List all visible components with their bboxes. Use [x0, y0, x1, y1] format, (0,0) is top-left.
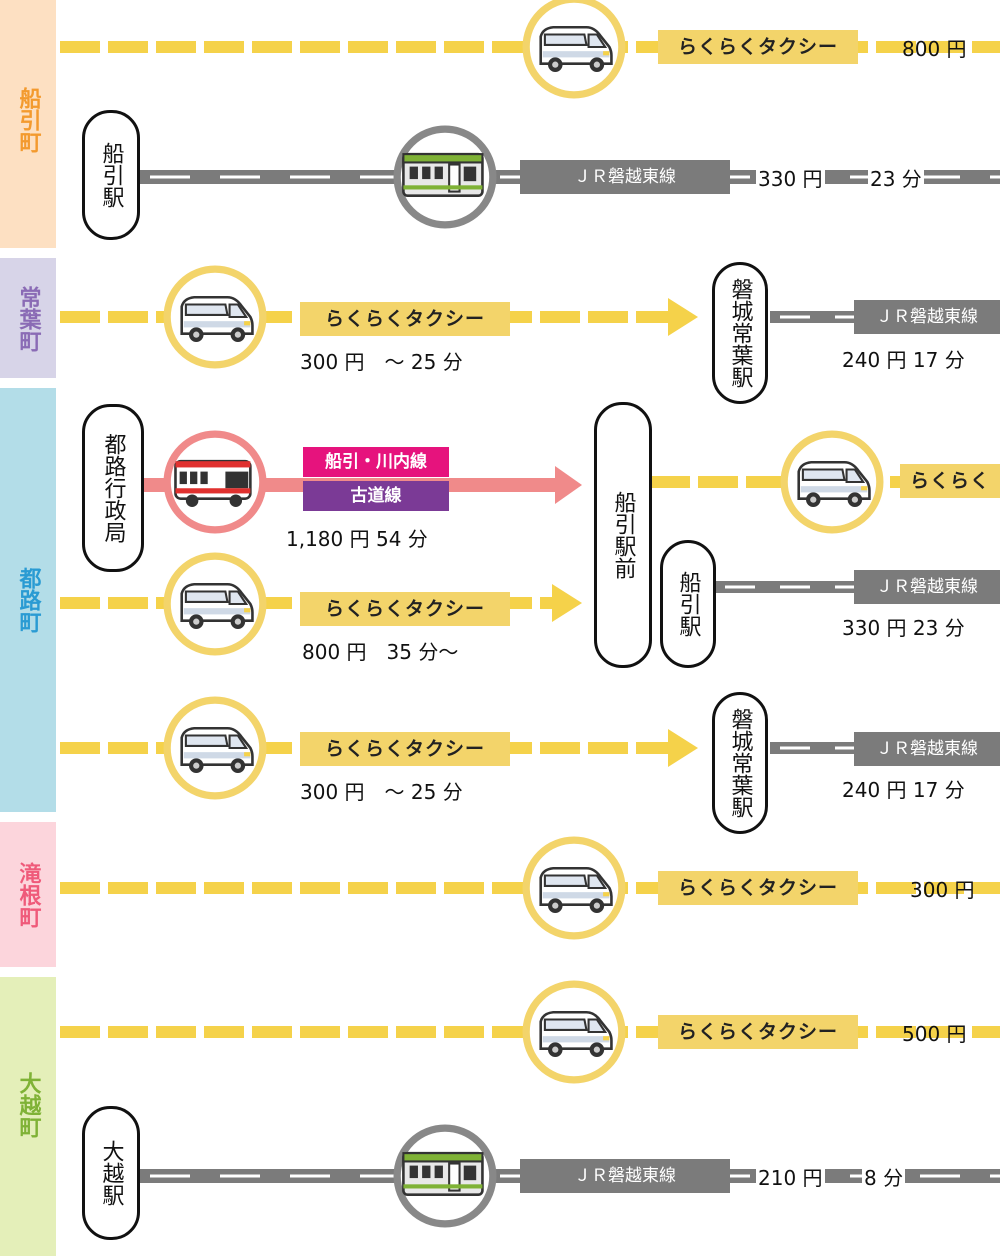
- station-funehiki-ekimae-label: 船引駅前: [610, 491, 636, 579]
- ogoe-taxi-fare: 500 円: [902, 1022, 967, 1046]
- miyakoji-taxi2-label: らくらくタクシー: [300, 732, 510, 766]
- ogoe-jr-time: 8 分: [862, 1162, 906, 1191]
- takine-band: [0, 822, 56, 967]
- town-funehiki: 船引町: [0, 60, 56, 180]
- funehiki-jr-label: ＪＲ磐越東線: [520, 160, 730, 194]
- funehiki-taxi-label: らくらくタクシー: [658, 30, 858, 64]
- van-icon: [526, 0, 622, 95]
- town-takine: 滝根町: [0, 830, 56, 960]
- miyakoji-jr2-label: ＪＲ磐越東線: [854, 732, 1000, 766]
- town-ogoe-label: 大越町: [15, 1072, 41, 1138]
- tokiwa-band: [0, 258, 56, 378]
- station-funehiki-eki: 船引駅: [82, 110, 140, 240]
- tokiwa-taxi-fare: 300 円 ～ 25 分: [300, 350, 463, 374]
- town-miyakoji: 都路町: [0, 540, 56, 660]
- van-icon: [167, 556, 263, 652]
- station-miyakoji-gyoseikyoku: 都路行政局: [82, 404, 144, 572]
- ogoe-taxi-label: らくらくタクシー: [658, 1015, 858, 1049]
- station-iwakitokiwa-eki-2-label: 磐城常葉駅: [727, 708, 753, 818]
- train-icon: [397, 1128, 493, 1224]
- tokiwa-jr-label: ＪＲ磐越東線: [854, 300, 1000, 334]
- station-funehiki-eki-label: 船引駅: [98, 142, 124, 208]
- station-iwakitokiwa-eki-1-label: 磐城常葉駅: [727, 278, 753, 388]
- van-icon: [167, 269, 263, 365]
- funehiki-jr-time: 23 分: [868, 163, 924, 192]
- miyakoji-taxi1-label: らくらくタクシー: [300, 592, 510, 626]
- station-iwakitokiwa-eki-1: 磐城常葉駅: [712, 262, 768, 404]
- miyakoji-taxi2-fare: 300 円 ～ 25 分: [300, 780, 463, 804]
- station-ogoe-eki: 大越駅: [82, 1106, 140, 1240]
- town-ogoe: 大越町: [0, 1040, 56, 1170]
- miyakoji-jr1-fare: 330 円 23 分: [842, 616, 965, 640]
- takine-taxi-label: らくらくタクシー: [658, 871, 858, 905]
- van-icon: [526, 840, 622, 936]
- station-funehiki-eki-2-label: 船引駅: [675, 571, 701, 637]
- ogoe-band: [0, 977, 56, 1256]
- town-takine-label: 滝根町: [15, 862, 41, 928]
- station-funehiki-eki-2: 船引駅: [660, 540, 716, 668]
- town-tokiwa-label: 常葉町: [15, 286, 41, 352]
- tokiwa-taxi-label: らくらくタクシー: [300, 302, 510, 336]
- station-miyakoji-gyoseikyoku-label: 都路行政局: [100, 433, 126, 543]
- town-funehiki-label: 船引町: [15, 87, 41, 153]
- tokiwa-jr-fare: 240 円 17 分: [842, 348, 965, 372]
- town-tokiwa: 常葉町: [0, 260, 56, 378]
- station-iwakitokiwa-eki-2: 磐城常葉駅: [712, 692, 768, 834]
- van-icon: [526, 984, 622, 1080]
- funehiki-band: [0, 0, 56, 248]
- station-ogoe-eki-label: 大越駅: [98, 1140, 124, 1206]
- miyakoji-taxi1-fare: 800 円 35 分～: [302, 640, 459, 664]
- station-funehiki-ekimae: 船引駅前: [594, 402, 652, 668]
- ogoe-jr-label: ＪＲ磐越東線: [520, 1159, 730, 1193]
- bus-icon: [167, 434, 263, 530]
- van-icon: [784, 434, 880, 530]
- miyakoji-ekimae-taxi-label: らくらく: [900, 464, 1000, 498]
- ogoe-jr-fare: 210 円: [756, 1162, 825, 1191]
- town-miyakoji-label: 都路町: [15, 567, 41, 633]
- takine-taxi-fare: 300 円: [910, 878, 975, 902]
- funehiki-taxi-fare: 800 円: [902, 37, 967, 61]
- miyakoji-band: [0, 388, 56, 812]
- miyakoji-jr1-label: ＪＲ磐越東線: [854, 570, 1000, 604]
- miyakoji-jr2-fare: 240 円 17 分: [842, 778, 965, 802]
- miyakoji-bus-fare: 1,180 円 54 分: [286, 527, 428, 551]
- train-icon: [397, 129, 493, 225]
- bus-route-1-label: 船引・川内線: [303, 447, 449, 477]
- bus-route-2-label: 古道線: [303, 481, 449, 511]
- van-icon: [167, 700, 263, 796]
- funehiki-jr-fare: 330 円: [756, 163, 825, 192]
